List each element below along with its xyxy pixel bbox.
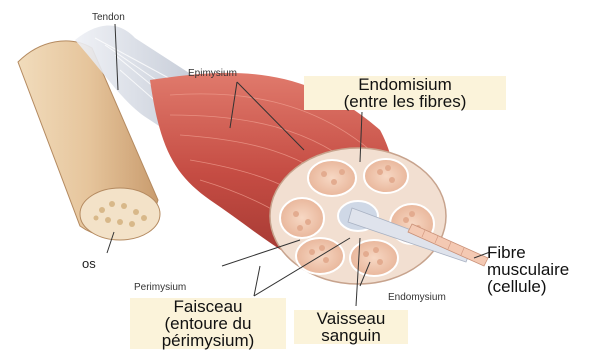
label-endomisium-title: Endomisium	[307, 76, 503, 93]
label-fibre-line1: Fibre	[487, 244, 569, 261]
label-faisceau-line3: périmysium)	[133, 332, 283, 349]
label-tendon: Tendon	[92, 12, 125, 23]
label-vaisseau-line2: sanguin	[297, 327, 405, 344]
label-faisceau-line2: (entoure du	[133, 315, 283, 332]
label-fibre-line2: musculaire	[487, 261, 569, 278]
label-endomisium-sub: (entre les fibres)	[307, 93, 503, 110]
label-fibre-line3: (cellule)	[487, 278, 569, 295]
label-faisceau-line1: Faisceau	[133, 298, 283, 315]
label-vaisseau-line1: Vaisseau	[297, 310, 405, 327]
label-faisceau: Faisceau (entoure du périmysium)	[130, 298, 286, 349]
label-perimysium: Perimysium	[134, 282, 186, 293]
label-os: os	[82, 256, 96, 271]
label-endomysium-small: Endomysium	[388, 292, 446, 303]
bone-cross-section	[80, 188, 160, 240]
label-vaisseau-sanguin: Vaisseau sanguin	[294, 310, 408, 344]
muscle-cross-section	[270, 148, 470, 284]
label-fibre-musculaire: Fibre musculaire (cellule)	[487, 244, 569, 295]
label-endomisium: Endomisium (entre les fibres)	[304, 76, 506, 110]
label-epimysium: Epimysium	[188, 68, 237, 79]
